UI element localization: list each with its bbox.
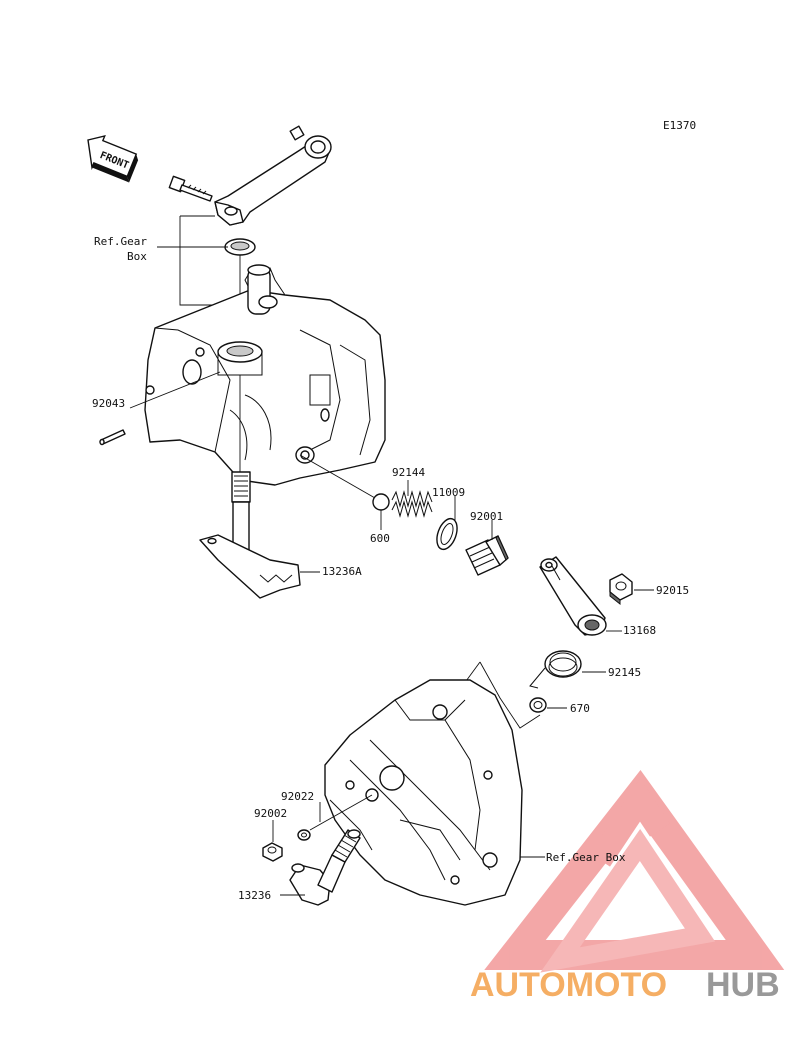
label-600: 600 bbox=[370, 532, 390, 545]
watermark-text-hub: HUB bbox=[706, 966, 780, 1004]
label-13168: 13168 bbox=[623, 624, 656, 637]
label-92043: 92043 bbox=[92, 397, 125, 410]
label-670: 670 bbox=[570, 702, 590, 715]
leader-92043 bbox=[129, 371, 221, 409]
spring-92145 bbox=[529, 650, 582, 689]
label-92001: 92001 bbox=[470, 510, 503, 523]
label-92015: 92015 bbox=[656, 584, 689, 597]
bolt-top bbox=[168, 175, 213, 202]
nut-92015 bbox=[609, 573, 633, 606]
detent-axis-line bbox=[299, 454, 376, 499]
label-ref-gear-box-top-1: Ref.Gear bbox=[94, 235, 147, 248]
pin-92043 bbox=[99, 429, 126, 446]
guide-line-right bbox=[479, 661, 541, 729]
front-arrow-icon: FRONT bbox=[87, 134, 139, 183]
label-92144: 92144 bbox=[392, 466, 425, 479]
plug-92001 bbox=[465, 535, 509, 576]
lever-13168 bbox=[539, 556, 607, 636]
ball-600 bbox=[372, 493, 390, 511]
oil-seal bbox=[224, 238, 256, 256]
diagram-code: E1370 bbox=[663, 119, 696, 132]
shift-shaft-13236A bbox=[199, 375, 301, 599]
watermark-logo bbox=[484, 769, 785, 973]
spring-92144 bbox=[391, 490, 433, 518]
label-ref-gear-box-bottom: Ref.Gear Box bbox=[546, 851, 626, 864]
label-ref-gear-box-top-2: Box bbox=[127, 250, 147, 263]
washer-11009 bbox=[436, 517, 458, 551]
circlip-670 bbox=[529, 697, 547, 713]
label-92022: 92022 bbox=[281, 790, 314, 803]
bolt-92002 bbox=[262, 842, 283, 862]
label-92145: 92145 bbox=[608, 666, 641, 679]
shift-shaft-13236 bbox=[289, 829, 361, 906]
washer-92022 bbox=[297, 829, 311, 841]
label-13236: 13236 bbox=[238, 889, 271, 902]
shift-lever-arm bbox=[214, 125, 332, 226]
label-92002: 92002 bbox=[254, 807, 287, 820]
label-13236A: 13236A bbox=[322, 565, 362, 578]
lower-gear-box-housing bbox=[324, 679, 523, 906]
label-11009: 11009 bbox=[432, 486, 465, 499]
watermark-text-automoto: AUTOMOTO bbox=[470, 966, 667, 1004]
upper-gear-box-housing bbox=[144, 264, 386, 486]
